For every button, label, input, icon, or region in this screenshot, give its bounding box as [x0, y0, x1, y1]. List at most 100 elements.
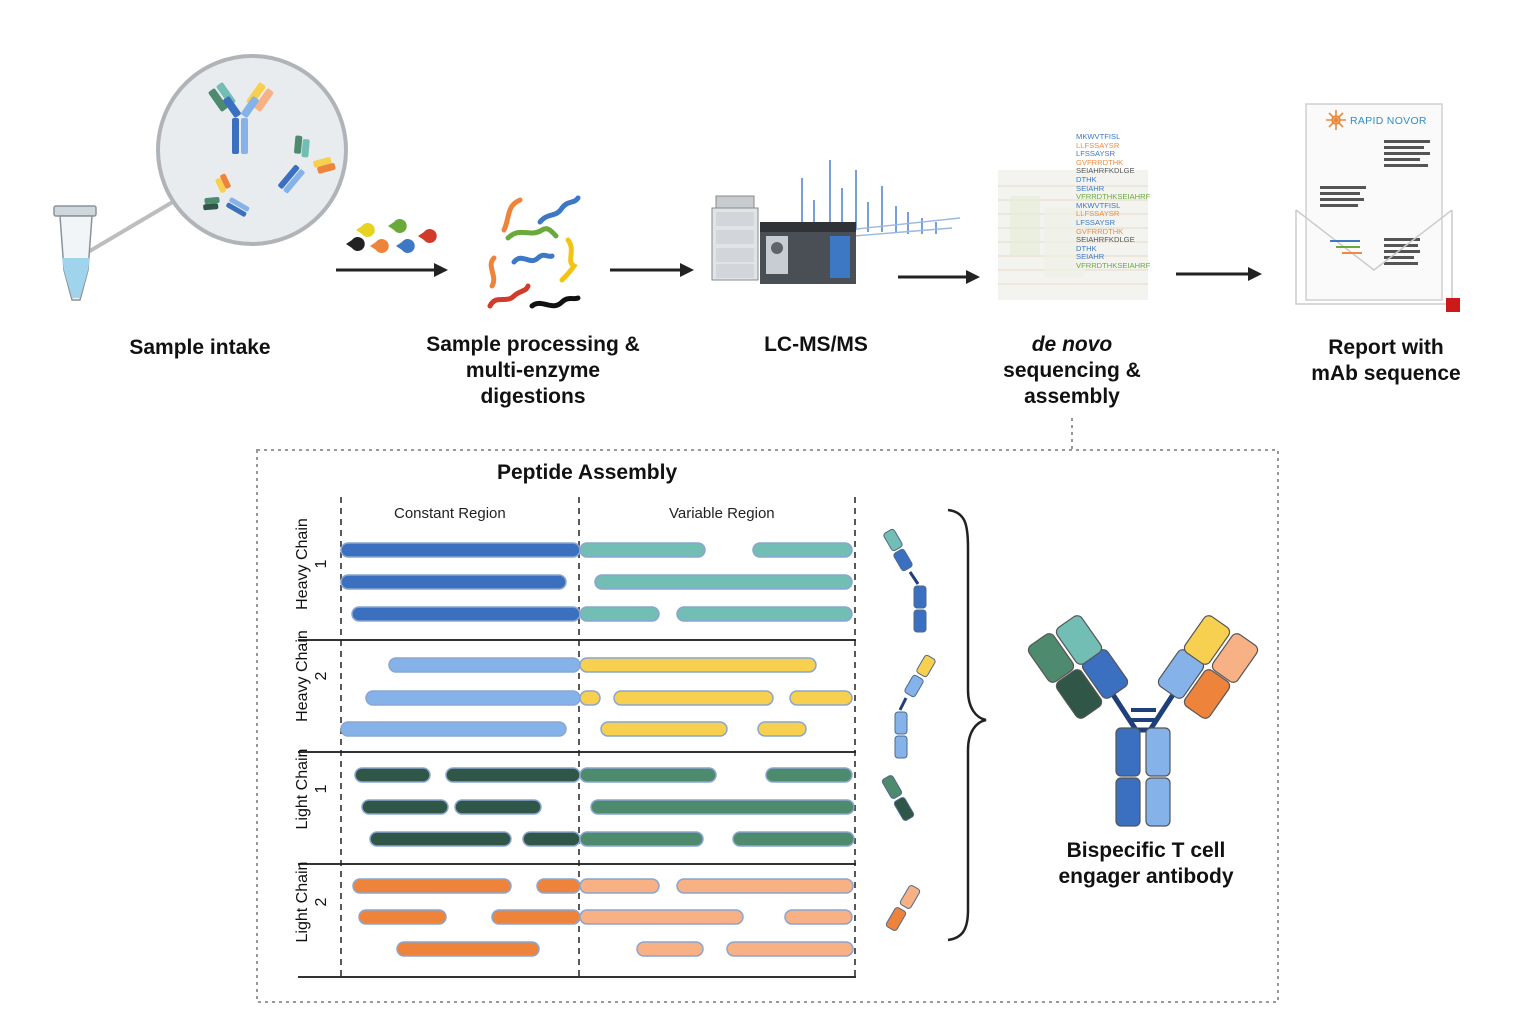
peptide-bar: [354, 767, 431, 783]
enzyme-icons: [346, 218, 437, 254]
peptide-bar: [388, 657, 581, 673]
sample-tube-icon: [53, 198, 178, 301]
sequence-line: DTHK: [1076, 174, 1097, 184]
peptide-bar: [579, 909, 744, 925]
variable-region-label: Variable Region: [669, 505, 775, 522]
peptide-bar: [676, 878, 854, 894]
peptide-bar: [765, 767, 853, 783]
chain-label-heavy-1: Heavy Chain 1: [293, 509, 331, 619]
chain-label-text: Light Chain: [294, 861, 311, 943]
chain-label-text: Light Chain: [294, 748, 311, 830]
peptide-bar: [579, 690, 601, 706]
sequence-alignment-thumbnail: [998, 170, 1148, 300]
brace: [947, 508, 987, 942]
magnified-sample-circle: [156, 54, 348, 246]
report-document-icon: [1295, 103, 1460, 312]
sequence-line: SEIAHR: [1076, 252, 1105, 262]
peptide-bar: [752, 542, 853, 558]
chain-label-text: Heavy Chain: [294, 630, 311, 722]
peptide-bar: [340, 542, 581, 558]
chain-icons: [881, 528, 936, 931]
step-label: LC-MS/MS: [764, 333, 868, 356]
workflow-arrows: [336, 263, 1262, 284]
peptide-bar: [340, 721, 567, 737]
step-label: Report with: [1328, 336, 1444, 359]
step-label: assembly: [1024, 385, 1120, 408]
chain-label-number: 1: [313, 559, 330, 569]
step-sample-intake: Sample intake: [100, 335, 300, 361]
peptide-bar: [636, 941, 704, 957]
step-label: mAb sequence: [1311, 362, 1461, 385]
peptide-bar: [536, 878, 581, 894]
step-label: Sample processing &: [426, 333, 640, 356]
sequence-line: MKWVTFISL: [1076, 200, 1121, 210]
peptide-bar: [784, 909, 853, 925]
peptide-bar: [351, 606, 581, 622]
sequence-line: LLFSSAYSR: [1076, 209, 1120, 219]
step-label: sequencing &: [1003, 359, 1141, 382]
peptide-bar: [789, 690, 853, 706]
peptide-bar: [579, 542, 706, 558]
peptide-bar: [579, 767, 717, 783]
peptide-bar: [613, 690, 774, 706]
peptide-bar: [522, 831, 581, 847]
peptide-bar: [365, 690, 581, 706]
sequence-line: VFRRDTHKSEIAHRF: [1076, 260, 1151, 270]
peptide-bar: [600, 721, 728, 737]
chain-label-number: 2: [313, 671, 330, 681]
peptide-fragments-icon: [487, 195, 581, 309]
sequence-line: SEIAHRFKDLGE: [1076, 235, 1135, 245]
chain-label-text: Heavy Chain: [294, 518, 311, 610]
peptide-bar: [594, 574, 853, 590]
peptide-bar: [491, 909, 581, 925]
peptide-bar: [454, 799, 542, 815]
peptide-bar: [361, 799, 449, 815]
step-report: Report with mAb sequence: [1306, 335, 1466, 387]
peptide-bar: [676, 606, 853, 622]
constant-region-label: Constant Region: [394, 505, 506, 522]
peptide-bar: [579, 606, 660, 622]
step-label: digestions: [480, 385, 586, 408]
bispecific-label: Bispecific T cell engager antibody: [1036, 838, 1256, 890]
bispecific-label-line: engager antibody: [1058, 865, 1234, 888]
heavy-chain-2-icon: [894, 654, 936, 759]
sequence-line: LLFSSAYSR: [1076, 140, 1120, 150]
lc-ms-instrument-icon: [711, 160, 961, 284]
peptide-bar: [579, 831, 704, 847]
step-lc-ms: LC-MS/MS: [736, 332, 896, 358]
step-label: Sample intake: [129, 336, 271, 359]
sequence-line: VFRRDTHKSEIAHRF: [1076, 192, 1151, 202]
chain-label-light-2: Light Chain 2: [293, 847, 331, 957]
sequence-line: GVFRRDTHK: [1076, 226, 1124, 236]
chain-label-light-1: Light Chain 1: [293, 734, 331, 844]
step-label: multi-enzyme: [465, 359, 601, 382]
peptide-bar: [732, 831, 855, 847]
chain-label-heavy-2: Heavy Chain 2: [293, 621, 331, 731]
peptide-bar: [579, 657, 817, 673]
sequence-line: LFSSAYSR: [1076, 149, 1116, 159]
bispecific-antibody-icon: [1027, 615, 1259, 827]
heavy-chain-1-icon: [883, 528, 927, 633]
peptide-bar: [579, 878, 660, 894]
sequence-line: SEIAHR: [1076, 183, 1105, 193]
sequence-line: DTHK: [1076, 243, 1097, 253]
chain-label-number: 1: [313, 784, 330, 794]
light-chain-2-icon: [885, 885, 921, 931]
report-brand: RAPID NOVOR: [1350, 115, 1427, 127]
sequence-line: LFSSAYSR: [1076, 217, 1116, 227]
sequence-line: SEIAHRFKDLGE: [1076, 166, 1135, 176]
peptide-bar: [757, 721, 807, 737]
peptide-bar: [369, 831, 512, 847]
peptide-bar: [358, 909, 447, 925]
peptide-bar: [445, 767, 581, 783]
sequence-list: MKWVTFISL LLFSSAYSR LFSSAYSR GVFRRDTHK S…: [1076, 132, 1151, 271]
light-chain-1-icon: [881, 775, 915, 821]
step-label-italic: de novo: [1031, 333, 1113, 356]
step-sample-processing: Sample processing & multi-enzyme digesti…: [413, 332, 653, 410]
peptide-bar: [352, 878, 512, 894]
sequence-line: MKWVTFISL: [1076, 132, 1121, 141]
step-de-novo: de novo sequencing & assembly: [992, 332, 1152, 410]
assembly-title: Peptide Assembly: [497, 461, 678, 484]
